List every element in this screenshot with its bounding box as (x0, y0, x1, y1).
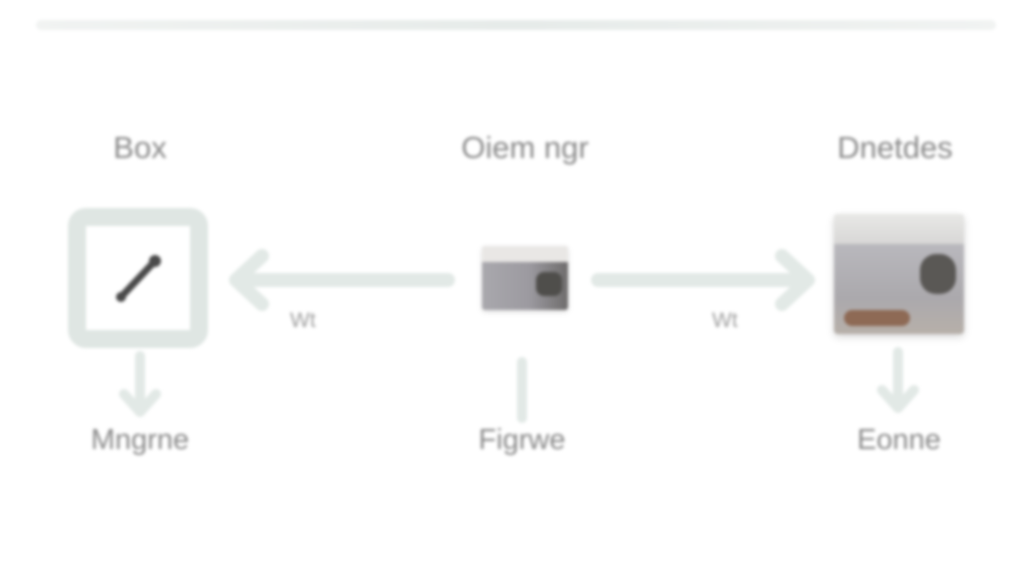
arrow-to-output (591, 249, 815, 311)
source-image-thumbnail (482, 246, 568, 310)
output-image-thumbnail (834, 214, 964, 334)
arrow-down-right (877, 347, 919, 413)
column-caption-eonne: Eonne (857, 424, 941, 456)
tool-node (68, 208, 208, 348)
thumbnail-header-band (834, 214, 964, 244)
arrow-to-tool (229, 249, 455, 311)
thumbnail-dark-region (920, 254, 956, 294)
column-caption-figrwe: Figrwe (478, 424, 566, 456)
thumbnail-dark-region (536, 272, 562, 296)
thumbnail-header-band (482, 246, 568, 262)
column-caption-mngrne: Mngrne (90, 424, 190, 456)
wrench-icon (116, 255, 161, 302)
edge-label-right: Wt (712, 309, 738, 332)
edge-label-left: Wt (290, 309, 316, 332)
column-title-box: Box (113, 130, 167, 165)
column-title-oiem-ngr: Oiem ngr (461, 130, 589, 165)
arrow-down-left (119, 351, 161, 417)
column-title-dnetdes: Dnetdes (837, 130, 953, 165)
top-divider (36, 20, 996, 30)
thumbnail-warm-region (844, 310, 910, 326)
